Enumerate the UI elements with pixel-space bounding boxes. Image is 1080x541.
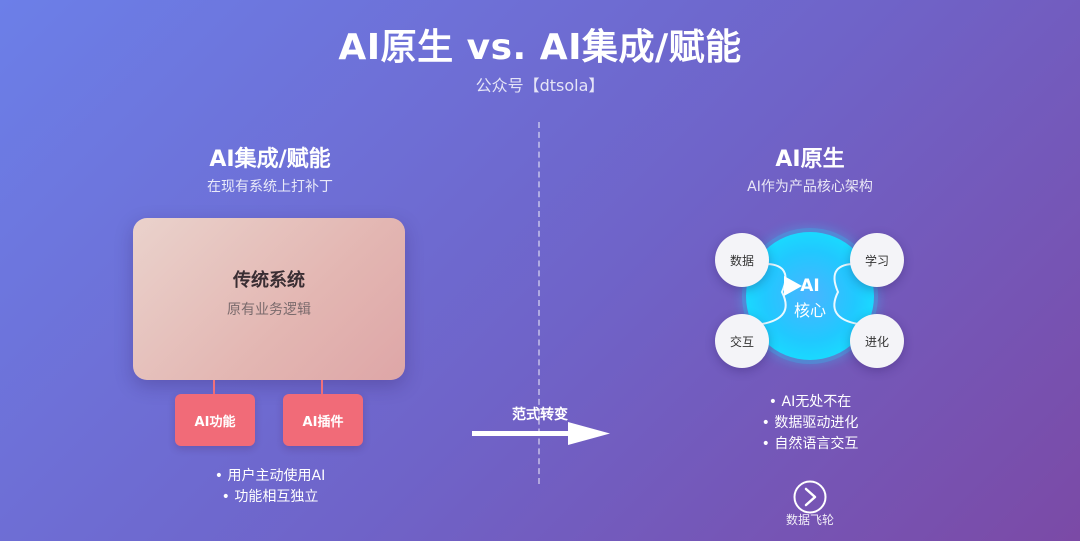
ai-core-circle [746, 232, 874, 360]
paradigm-shift-label: 范式转变 [512, 407, 568, 423]
legacy-system-title: 传统系统 [233, 270, 305, 291]
bullet-item: • AI无处不在 [768, 394, 852, 410]
native-section-title: AI原生 [775, 147, 845, 172]
play-triangle-icon [784, 276, 802, 296]
node-interact: 交互 [715, 314, 769, 368]
core-flow-curve [759, 262, 787, 325]
integration-bullet-list: • 用户主动使用AI • 功能相互独立 [120, 466, 420, 508]
page-subtitle: 公众号【dtsola】 [475, 76, 605, 95]
ai-core-sublabel: 核心 [793, 301, 826, 320]
page-title: AI原生 vs. AI集成/赋能 [338, 27, 742, 68]
legacy-system-subtitle: 原有业务逻辑 [227, 302, 311, 318]
node-data: 数据 [715, 233, 769, 287]
native-section-subtitle: AI作为产品核心架构 [747, 179, 873, 195]
bullet-item: • 自然语言交互 [761, 436, 859, 452]
ai-plugin-block: AI插件 [283, 394, 363, 446]
node-learn: 学习 [850, 233, 904, 287]
plugin-connector [321, 380, 323, 394]
chevron-right-circle-icon [793, 480, 827, 514]
core-flow-curve [833, 262, 861, 325]
section-divider [538, 122, 540, 484]
node-evolve: 进化 [850, 314, 904, 368]
bullet-item: • 功能相互独立 [221, 489, 319, 505]
integration-section-title: AI集成/赋能 [209, 147, 331, 172]
ai-core-diagram [742, 228, 878, 364]
ai-function-block: AI功能 [175, 394, 255, 446]
bullet-item: • 用户主动使用AI [214, 468, 326, 484]
native-bullet-list: • AI无处不在 • 数据驱动进化 • 自然语言交互 [660, 392, 960, 455]
integration-section-subtitle: 在现有系统上打补丁 [207, 179, 333, 195]
plugin-connector [213, 380, 215, 394]
legacy-system-box: 传统系统 原有业务逻辑 [133, 218, 405, 380]
data-flywheel-label: 数据飞轮 [785, 513, 834, 527]
arrow-right-icon [472, 422, 610, 445]
ai-core-label: AI [800, 276, 820, 296]
bullet-item: • 数据驱动进化 [761, 415, 859, 431]
